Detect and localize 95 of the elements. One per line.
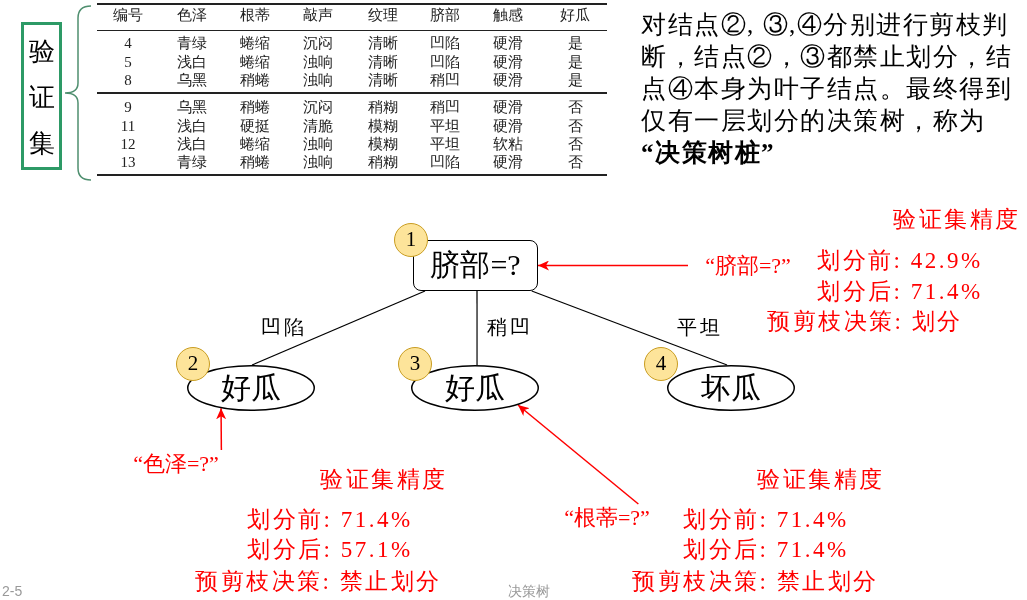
column-header: 好瓜 [559,6,591,25]
connector-line [476,290,478,366]
connector-line [251,290,426,366]
cell-value: 凹陷 [429,34,461,53]
cell-value: 8 [123,71,133,90]
accuracy-value: 划分前: 71.4% [247,506,413,534]
cell-value: 模糊 [367,117,399,136]
cell-value: 青绿 [176,34,208,53]
accuracy-value: 划分前: 42.9% [817,247,983,275]
annotation-text: “色泽=?” [122,450,230,477]
cell-value: 乌黑 [176,98,208,117]
cell-value: 是 [566,71,584,90]
cell-value: 9 [123,98,133,117]
accuracy-value: 划分后: 71.4% [683,536,849,564]
accuracy-heading: 验证集精度 [757,466,885,494]
cell-value: 蜷缩 [239,53,271,72]
cell-value: 蜷缩 [239,135,271,154]
cell-value: 稍糊 [367,98,399,117]
cell-value: 浊响 [302,71,334,90]
cell-value: 硬滑 [492,71,524,90]
cell-value: 硬滑 [492,34,524,53]
footer-text: 决策树 [508,583,550,600]
cell-value: 沉闷 [302,98,334,117]
annotation-text: “根蒂=?” [551,504,663,531]
cell-value: 青绿 [176,153,208,172]
column-header: 触感 [492,6,524,25]
label-box: 验证集 [21,22,62,170]
connector-line [531,290,728,366]
cell-value: 清晰 [367,34,399,53]
accuracy-heading: 验证集精度 [320,466,448,494]
cell-value: 沉闷 [302,34,334,53]
annotation-text: “脐部=?” [688,252,808,279]
cell-value: 4 [123,34,133,53]
cell-value: 清脆 [302,117,334,136]
page-number: 2-5 [2,583,23,600]
cell-value: 硬挺 [239,117,271,136]
decision-text: 预剪枝决策: 禁止划分 [632,568,879,596]
cell-value: 12 [119,135,137,154]
column-header: 根蒂 [239,6,271,25]
cell-value: 5 [123,53,133,72]
cell-value: 浅白 [176,135,208,154]
cell-value: 软粘 [492,135,524,154]
cell-value: 清晰 [367,71,399,90]
cell-value: 稍糊 [367,153,399,172]
cell-value: 否 [566,98,584,117]
cell-value: 否 [566,153,584,172]
leaf-ellipse: 坏瓜 [667,365,795,411]
arrow [216,407,227,451]
cell-value: 模糊 [367,135,399,154]
number-badge: 2 [176,347,210,381]
cell-value: 稍蜷 [239,71,271,90]
cell-value: 13 [119,153,137,172]
cell-value: 浊响 [302,135,334,154]
cell-value: 乌黑 [176,71,208,90]
column-header: 纹理 [367,6,399,25]
column-header: 脐部 [429,6,461,25]
cell-value: 否 [566,117,584,136]
cell-value: 稍凹 [429,71,461,90]
accuracy-heading: 验证集精度 [893,206,1021,234]
column-header: 敲声 [302,6,334,25]
cell-value: 蜷缩 [239,34,271,53]
accuracy-value: 划分后: 71.4% [817,278,983,306]
number-badge: 4 [644,347,678,381]
cell-value: 清晰 [367,53,399,72]
cell-value: 浅白 [176,53,208,72]
cell-value: 浅白 [176,117,208,136]
column-header: 编号 [112,6,144,25]
decision-box: 脐部=? [413,240,538,291]
cell-value: 稍蜷 [239,153,271,172]
cell-value: 硬滑 [492,98,524,117]
cell-value: 是 [566,53,584,72]
cell-value: 凹陷 [429,53,461,72]
cell-value: 否 [566,135,584,154]
cell-value: 浊响 [302,53,334,72]
arrow [537,260,689,271]
cell-value: 稍蜷 [239,98,271,117]
number-badge: 1 [394,223,428,257]
decision-text: 预剪枝决策: 划分 [767,308,963,336]
description-text: 对结点②, ③,④分别进行剪枝判断，结点②，③都禁止划分，结点④本身为叶子结点。最终得到仅有一层划分的决策树，称为“决策树桩” [641,10,1013,168]
cell-value: 浊响 [302,153,334,172]
cell-value: 硬滑 [492,117,524,136]
cell-value: 硬滑 [492,153,524,172]
arrow [517,404,640,505]
decision-text: 预剪枝决策: 禁止划分 [195,568,442,596]
cell-value: 硬滑 [492,53,524,72]
cell-value: 11 [119,117,137,136]
cell-value: 凹陷 [429,153,461,172]
cell-value: 是 [566,34,584,53]
cell-value: 稍凹 [429,98,461,117]
accuracy-value: 划分后: 57.1% [247,536,413,564]
cell-value: 平坦 [429,117,461,136]
accuracy-value: 划分前: 71.4% [683,506,849,534]
cell-value: 平坦 [429,135,461,154]
number-badge: 3 [398,347,432,381]
column-header: 色泽 [176,6,208,25]
